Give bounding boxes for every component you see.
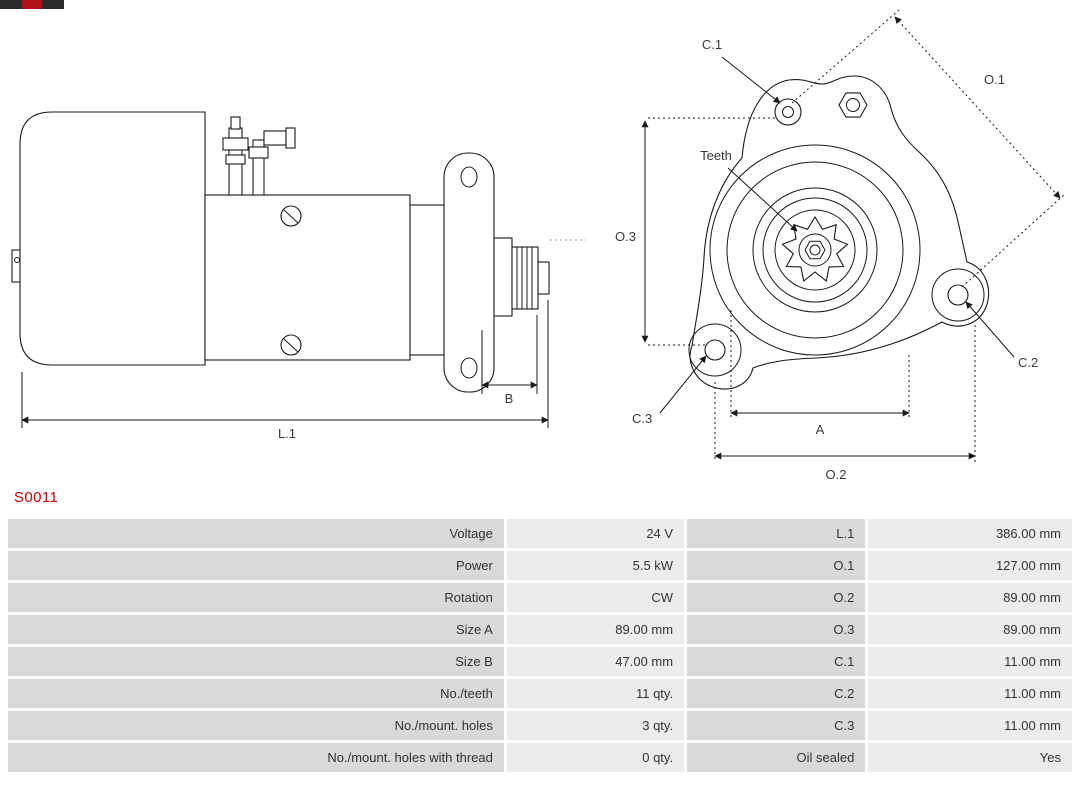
spec-name-left: Size B [8,647,504,676]
spec-name-left: Power [8,551,504,580]
spec-value-right: 127.00 mm [868,551,1072,580]
table-row: No./mount. holes with thread 0 qty. Oil … [8,743,1072,772]
spec-name-left: No./mount. holes [8,711,504,740]
dim-label-b: B [505,391,514,406]
spec-table-container: Voltage 24 V L.1 386.00 mm Power 5.5 kW … [5,516,1075,775]
table-row: Size A 89.00 mm O.3 89.00 mm [8,615,1072,644]
dim-label-c2: C.2 [1018,355,1038,370]
spec-name-left: No./mount. holes with thread [8,743,504,772]
dim-label-o1: O.1 [984,72,1005,87]
spec-name-right: O.2 [687,583,866,612]
table-row: Voltage 24 V L.1 386.00 mm [8,519,1072,548]
spec-value-left: 5.5 kW [506,551,685,580]
logo-segment [42,0,64,9]
dim-label-a: A [816,422,825,437]
spec-table-body: Voltage 24 V L.1 386.00 mm Power 5.5 kW … [8,519,1072,772]
spec-name-right: L.1 [687,519,866,548]
spec-value-right: 11.00 mm [868,711,1072,740]
technical-drawings: B L.1 O.3 [11,9,1067,482]
logo-segment [22,0,42,9]
table-row: Size B 47.00 mm C.1 11.00 mm [8,647,1072,676]
spec-value-right: 11.00 mm [868,679,1072,708]
front-view-dimensions: O.3 C.1 O.1 Teeth C.2 C.3 A O.2 [615,9,1067,482]
spec-name-right: C.2 [687,679,866,708]
spec-value-left: 0 qty. [506,743,685,772]
dim-label-c3: C.3 [632,411,652,426]
spec-value-left: 11 qty. [506,679,685,708]
spec-name-right: O.1 [687,551,866,580]
spec-name-right: Oil sealed [687,743,866,772]
dim-label-c1: C.1 [702,37,722,52]
spec-value-right: 11.00 mm [868,647,1072,676]
spec-name-right: C.3 [687,711,866,740]
table-row: No./mount. holes 3 qty. C.3 11.00 mm [8,711,1072,740]
spec-value-left: CW [506,583,685,612]
front-view-drawing [688,75,990,390]
spec-value-right: Yes [868,743,1072,772]
part-number: S0011 [14,489,59,506]
spec-name-right: C.1 [687,647,866,676]
dim-label-o3: O.3 [615,229,636,244]
starter-motor-diagram: B L.1 O.3 [11,9,1067,482]
spec-name-left: Rotation [8,583,504,612]
side-view-dimensions: B L.1 [21,300,549,441]
spec-name-left: Voltage [8,519,504,548]
brand-logo [0,0,64,9]
spec-name-left: No./teeth [8,679,504,708]
spec-value-left: 3 qty. [506,711,685,740]
side-view-drawing [11,111,586,393]
logo-segment [0,0,22,9]
spec-name-left: Size A [8,615,504,644]
spec-name-right: O.3 [687,615,866,644]
spec-value-left: 24 V [506,519,685,548]
table-row: No./teeth 11 qty. C.2 11.00 mm [8,679,1072,708]
dim-label-teeth: Teeth [700,148,732,163]
spec-table: Voltage 24 V L.1 386.00 mm Power 5.5 kW … [5,516,1075,775]
table-row: Power 5.5 kW O.1 127.00 mm [8,551,1072,580]
dim-label-l1: L.1 [278,426,296,441]
spec-value-right: 386.00 mm [868,519,1072,548]
spec-value-left: 89.00 mm [506,615,685,644]
spec-value-left: 47.00 mm [506,647,685,676]
spec-value-right: 89.00 mm [868,615,1072,644]
spec-value-right: 89.00 mm [868,583,1072,612]
table-row: Rotation CW O.2 89.00 mm [8,583,1072,612]
dim-label-o2: O.2 [826,467,847,482]
